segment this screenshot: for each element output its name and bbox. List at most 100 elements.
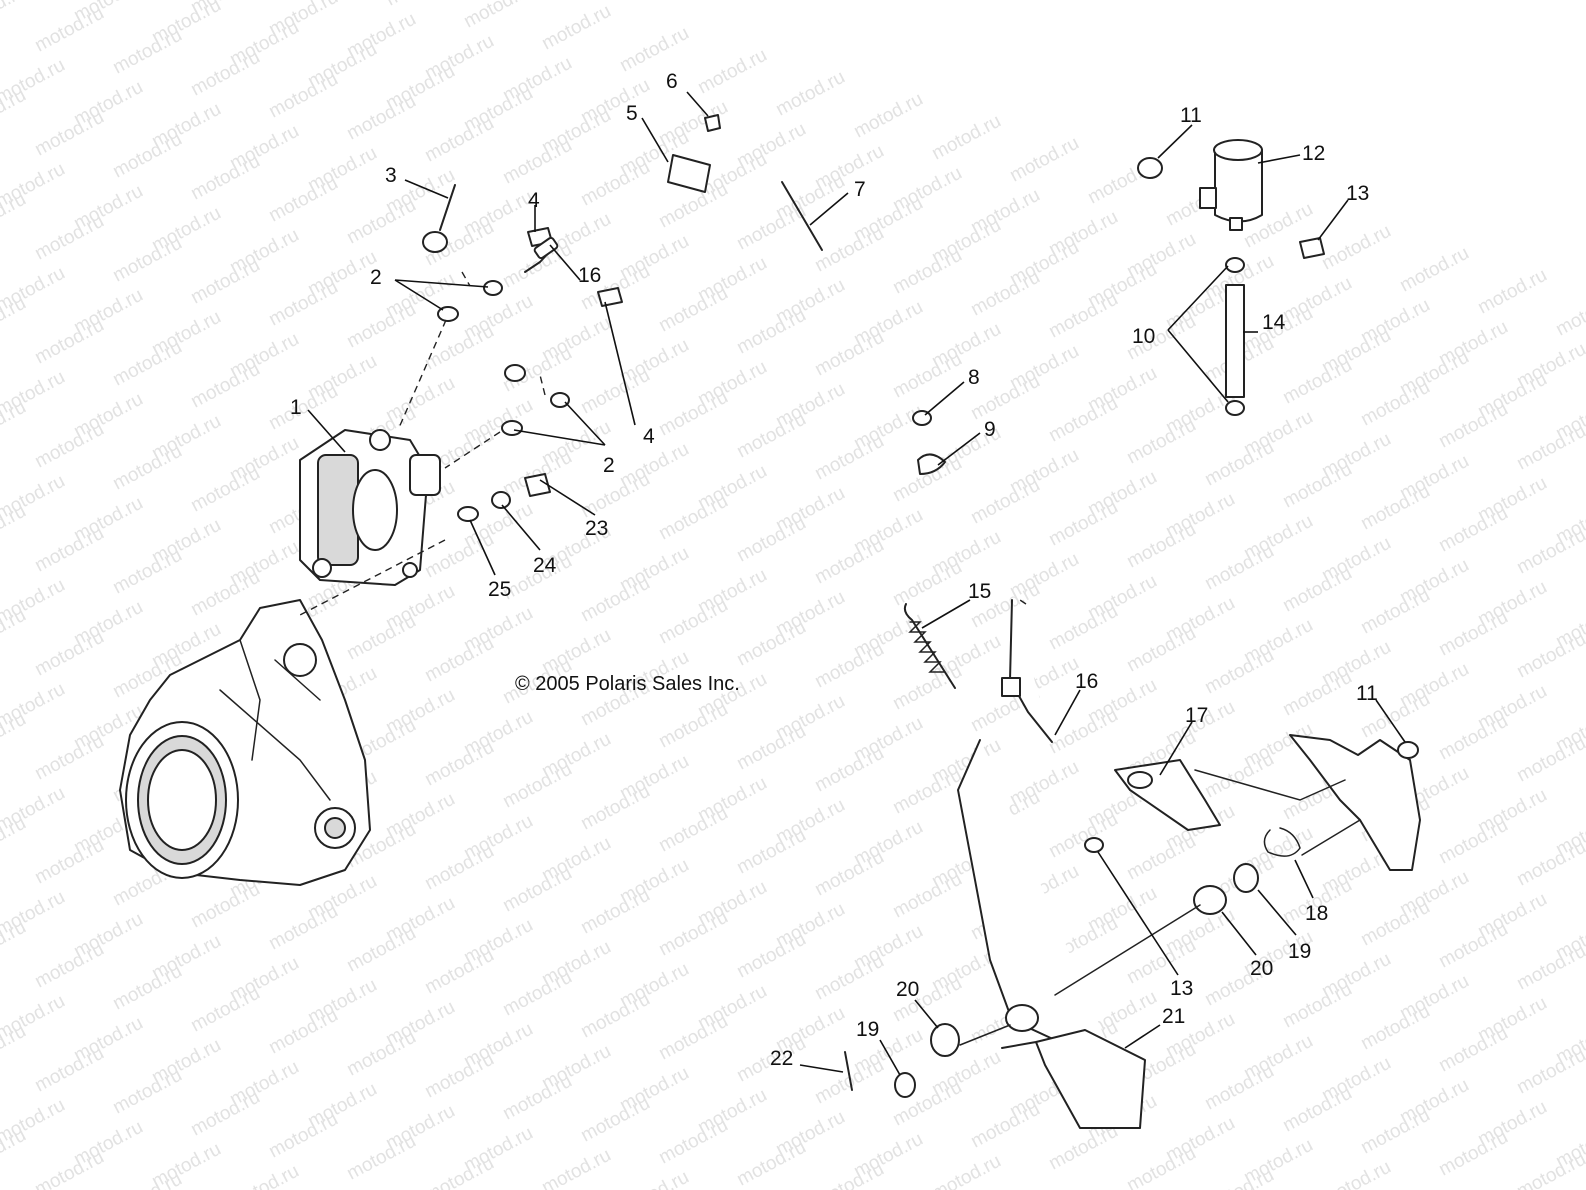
watermark-text: motod.ru bbox=[655, 283, 731, 337]
reservoir bbox=[1137, 139, 1325, 416]
watermark-text: motod.ru bbox=[1552, 287, 1586, 341]
watermark-text: motod.ru bbox=[811, 431, 887, 485]
watermark-text: motod.ru bbox=[460, 0, 536, 32]
callout-3: 3 bbox=[385, 164, 397, 187]
watermark-text: motod.ru bbox=[265, 69, 341, 123]
watermark-text: motod.ru bbox=[1513, 837, 1586, 891]
callout-4b: 4 bbox=[643, 425, 655, 448]
brake-line-fittings bbox=[422, 184, 623, 522]
watermark-text: motod.ru bbox=[187, 879, 263, 933]
watermark-text: motod.ru bbox=[772, 67, 848, 121]
watermark-text: motod.ru bbox=[1201, 1165, 1277, 1190]
callout-22: 22 bbox=[770, 1047, 793, 1070]
watermark-text: motod.ru bbox=[31, 835, 107, 889]
watermark-text: motod.ru bbox=[265, 381, 341, 435]
watermark-text: motod.ru bbox=[499, 759, 575, 813]
watermark-text: motod.ru bbox=[187, 359, 263, 413]
assembly-guides bbox=[299, 271, 1361, 1046]
watermark-text: motod.ru bbox=[1279, 563, 1355, 617]
watermark-text: motod.ru bbox=[1357, 1105, 1433, 1159]
callout-17: 17 bbox=[1185, 704, 1208, 727]
callout-14: 14 bbox=[1262, 311, 1286, 334]
watermark-text: motod.ru bbox=[538, 1145, 614, 1190]
watermark-text: motod.ru bbox=[733, 929, 809, 983]
callout-4a: 4 bbox=[528, 189, 540, 212]
watermark-text: motod.ru bbox=[1513, 1045, 1586, 1099]
watermark-text: motod.ru bbox=[109, 545, 185, 599]
watermark-text: motod.ru bbox=[733, 1137, 809, 1190]
watermark-text: motod.ru bbox=[31, 107, 107, 161]
watermark-text: motod.ru bbox=[1435, 919, 1511, 973]
watermark-text: motod.ru bbox=[31, 3, 107, 57]
watermark-text: motod.ru bbox=[31, 419, 107, 473]
watermark-text: motod.ru bbox=[928, 111, 1004, 165]
watermark-text: motod.ru bbox=[109, 233, 185, 287]
watermark-text: motod.ru bbox=[187, 983, 263, 1037]
watermark-text: motod.ru bbox=[109, 441, 185, 495]
watermark-text: motod.ru bbox=[1513, 525, 1586, 579]
watermark-text: motod.ru bbox=[31, 627, 107, 681]
watermark-text: motod.ru bbox=[31, 1043, 107, 1097]
rear-housing bbox=[119, 599, 371, 886]
callout-15: 15 bbox=[968, 580, 991, 603]
watermark-text: motod.ru bbox=[187, 1087, 263, 1141]
watermark-text: motod.ru bbox=[499, 135, 575, 189]
watermark-text: motod.ru bbox=[889, 349, 965, 403]
watermark-text: motod.ru bbox=[811, 327, 887, 381]
watermark-text: motod.ru bbox=[889, 765, 965, 819]
callout-1: 1 bbox=[290, 396, 302, 419]
watermark-text: motod.ru bbox=[811, 223, 887, 277]
watermark-text: motod.ru bbox=[265, 901, 341, 955]
watermark-text: motod.ru bbox=[1435, 711, 1511, 765]
watermark-text: motod.ru bbox=[655, 803, 731, 857]
watermark-text: motod.ru bbox=[187, 567, 263, 621]
callout-11b: 11 bbox=[1356, 682, 1378, 705]
watermark-text: motod.ru bbox=[265, 173, 341, 227]
watermark-text: motod.ru bbox=[31, 939, 107, 993]
callout-21: 21 bbox=[1162, 1005, 1185, 1028]
watermark-text: motod.ru bbox=[928, 1151, 1004, 1190]
brake-caliper bbox=[299, 429, 441, 586]
watermark-text: motod.ru bbox=[1279, 459, 1355, 513]
watermark-text: motod.ru bbox=[1279, 979, 1355, 1033]
watermark-text: motod.ru bbox=[1513, 421, 1586, 475]
callout-20b: 20 bbox=[896, 978, 919, 1001]
watermark-text: motod.ru bbox=[187, 463, 263, 517]
callout-16a: 16 bbox=[578, 264, 601, 287]
watermark-text: motod.ru bbox=[577, 781, 653, 835]
watermark-text: motod.ru bbox=[1474, 265, 1550, 319]
watermark-text: motod.ru bbox=[1513, 1149, 1586, 1190]
watermark-text: motod.ru bbox=[538, 1, 614, 55]
watermark-text: motod.ru bbox=[850, 89, 926, 143]
copyright-notice: © 2005 Polaris Sales Inc. bbox=[515, 673, 740, 695]
watermark-text: motod.ru bbox=[733, 409, 809, 463]
watermark-text: motod.ru bbox=[109, 25, 185, 79]
watermark-text: motod.ru bbox=[1513, 629, 1586, 683]
watermark-text: motod.ru bbox=[31, 731, 107, 785]
callout-23: 23 bbox=[585, 517, 608, 540]
watermark-text: motod.ru bbox=[655, 699, 731, 753]
watermark-text: motod.ru bbox=[499, 863, 575, 917]
watermark-text: motod.ru bbox=[109, 1065, 185, 1119]
watermark-text: motod.ru bbox=[1201, 1061, 1277, 1115]
watermark-text: motod.ru bbox=[187, 255, 263, 309]
callout-19a: 19 bbox=[1288, 940, 1311, 963]
watermark-text: motod.ru bbox=[1435, 815, 1511, 869]
watermark-text: motod.ru bbox=[31, 523, 107, 577]
watermark-text: motod.ru bbox=[226, 1161, 302, 1190]
watermark-text: motod.ru bbox=[733, 825, 809, 879]
watermark-text: motod.ru bbox=[421, 1153, 497, 1190]
watermark-text: motod.ru bbox=[616, 1167, 692, 1190]
callout-13a: 13 bbox=[1346, 182, 1369, 205]
callout-9: 9 bbox=[984, 418, 996, 441]
watermark-text: motod.ru bbox=[616, 23, 692, 77]
clamp-parts bbox=[912, 410, 946, 475]
small-parts-top bbox=[667, 114, 823, 251]
watermark-text: motod.ru bbox=[733, 721, 809, 775]
watermark-text: motod.ru bbox=[1045, 809, 1121, 863]
callout-18: 18 bbox=[1305, 902, 1328, 925]
watermark-text: motod.ru bbox=[1357, 377, 1433, 431]
callout-10: 10 bbox=[1132, 325, 1155, 348]
watermark-text: motod.ru bbox=[889, 869, 965, 923]
watermark-text: motod.ru bbox=[109, 129, 185, 183]
